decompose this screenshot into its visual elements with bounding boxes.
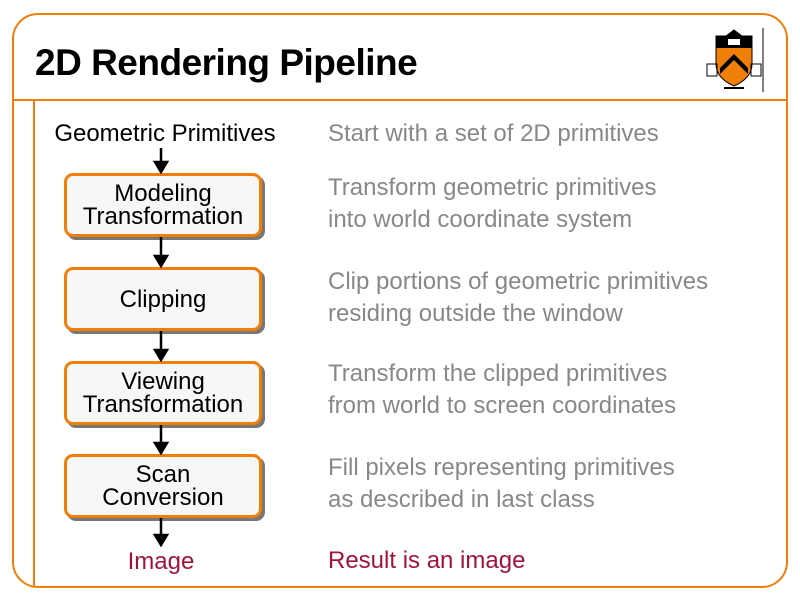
stage-label: Scan (135, 461, 191, 488)
description-line: as described in last class (328, 486, 595, 513)
stage-label: Modeling (114, 180, 212, 207)
stage-label: Conversion (102, 484, 224, 511)
description-line: Transform the clipped primitives (328, 360, 668, 387)
description-line: residing outside the window (328, 300, 623, 327)
description-line: Result is an image (328, 547, 526, 574)
slide-title: 2D Rendering Pipeline (35, 42, 418, 83)
arrow-head-icon (152, 533, 170, 548)
arrow-head-icon (152, 160, 170, 175)
output-label: Image (127, 548, 195, 575)
description-line: into world coordinate system (328, 206, 633, 233)
input-label: Geometric Primitives (54, 120, 276, 147)
princeton-shield-logo (706, 28, 764, 92)
stage-label: Transformation (82, 203, 244, 230)
slide-frame (12, 13, 788, 588)
description-clipping: Clip portions of geometric primitives res… (328, 266, 708, 330)
description-line: Start with a set of 2D primitives (328, 120, 659, 147)
arrow-head-icon (152, 254, 170, 269)
description-viewing: Transform the clipped primitives from wor… (328, 358, 676, 422)
description-line: from world to screen coordinates (328, 392, 677, 419)
description-modeling: Transform geometric primitives into world… (328, 172, 657, 236)
stage-clipping: Clipping (64, 267, 262, 331)
description-line: Fill pixels representing primitives (328, 454, 675, 481)
arrow-head-icon (152, 348, 170, 363)
stage-label: Clipping (119, 285, 207, 313)
description-result: Result is an image (328, 545, 525, 577)
left-rule (33, 100, 35, 586)
title-divider (12, 99, 788, 101)
arrow-head-icon (152, 441, 170, 456)
description-line: Clip portions of geometric primitives (328, 268, 709, 295)
stage-label: Transformation (82, 391, 244, 418)
description-line: Transform geometric primitives (328, 174, 657, 201)
description-input: Start with a set of 2D primitives (328, 118, 659, 150)
stage-label: Viewing (121, 368, 205, 395)
description-scan: Fill pixels representing primitives as de… (328, 452, 675, 516)
